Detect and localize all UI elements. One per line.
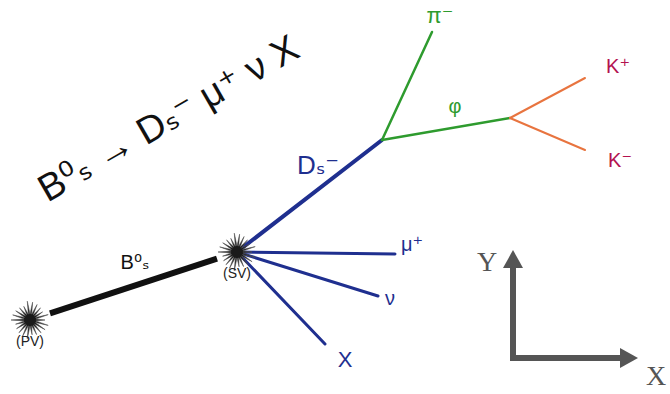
particle-label: K⁺: [606, 56, 630, 76]
vertex-node: (PV): [10, 300, 50, 340]
vertex-node: (SV): [217, 232, 257, 272]
particle-label: ν: [385, 288, 395, 308]
particle-label: X: [338, 349, 353, 371]
pion-track: [382, 32, 432, 140]
x-arrowhead: [620, 348, 638, 368]
muon-track: [237, 252, 395, 254]
decay-title: B⁰ₛ → Dₛ⁻ μ⁺ ν X: [31, 28, 304, 208]
particle-label: X: [646, 362, 666, 390]
kminus-track: [510, 118, 585, 150]
axes: [503, 250, 638, 368]
x-axis: [510, 355, 622, 361]
kplus-track: [510, 78, 585, 118]
y-axis: [510, 266, 516, 358]
ds-track: [237, 140, 382, 252]
particle-label: φ: [449, 96, 462, 116]
phi-track: [382, 118, 510, 140]
particle-label: K⁻: [608, 150, 632, 170]
vertex-label: (SV): [223, 266, 251, 280]
particle-label: Y: [477, 248, 497, 276]
particle-label: μ⁺: [401, 234, 423, 254]
track-label: B⁰ₛ: [121, 252, 150, 272]
daughter-tracks: [237, 32, 585, 344]
particle-label: Dₛ⁻: [297, 152, 339, 178]
vertex-label: (PV): [16, 334, 44, 348]
particle-label: π⁻: [427, 5, 454, 27]
y-arrowhead: [503, 250, 523, 268]
